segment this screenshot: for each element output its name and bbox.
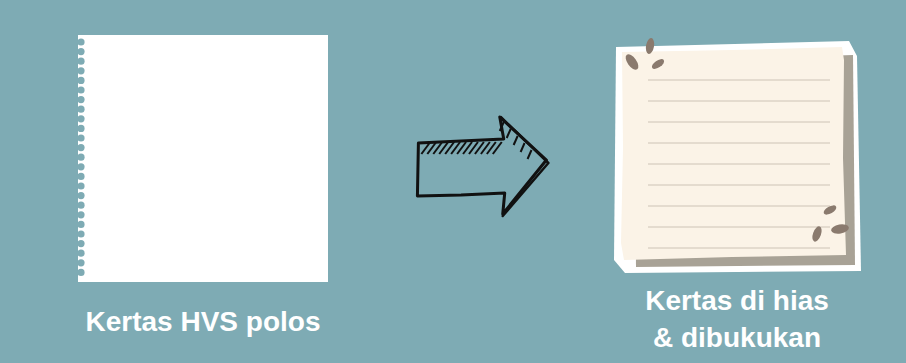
connector-guide	[331, 167, 416, 168]
spiral-hole	[77, 154, 84, 161]
decorated-paper-node: Kertas di hias & dibukukan	[612, 38, 862, 274]
paper-caption: Kertas di hias & dibukukan	[637, 282, 837, 356]
spiral-hole	[77, 259, 84, 266]
arrow-sketch-stroke	[501, 117, 549, 216]
ruled-line	[648, 227, 830, 228]
arrow-hatch	[500, 122, 504, 131]
plain-paper	[75, 33, 331, 284]
ruled-line	[648, 248, 830, 249]
spiral-hole	[77, 230, 84, 237]
arrow-hatch	[439, 142, 448, 154]
spiral-hole	[77, 48, 84, 55]
arrow-hatch	[433, 142, 442, 154]
ruled-line	[648, 143, 830, 144]
spiral-hole	[77, 240, 84, 247]
paper-sheet	[621, 47, 846, 260]
spiral-hole	[77, 192, 84, 199]
spiral-hole	[77, 96, 84, 103]
spiral-hole	[77, 163, 84, 170]
sketch-arrow	[331, 117, 612, 216]
arrow-hatch	[475, 142, 484, 154]
decorated-paper	[612, 38, 862, 274]
spiral-hole	[77, 250, 84, 257]
spiral-hole	[77, 67, 84, 74]
spiral-hole	[77, 144, 84, 151]
spiral-hole	[77, 38, 84, 45]
arrow-hatch	[427, 142, 436, 154]
ruled-line	[648, 122, 830, 123]
sticker-outline	[614, 41, 861, 273]
spiral-hole	[77, 77, 84, 84]
decor-drop	[830, 223, 849, 235]
arrow-hatch	[445, 142, 454, 154]
decor-drop	[822, 203, 838, 216]
decor-drop	[623, 52, 641, 72]
spiral-hole	[77, 134, 84, 141]
ruled-line	[648, 164, 830, 165]
decor-drop	[811, 225, 824, 243]
ruled-line	[648, 206, 830, 207]
arrow-hatch	[481, 142, 490, 154]
decor-drop	[645, 37, 656, 54]
arrow-hatch	[469, 142, 478, 154]
spiral-hole	[77, 173, 84, 180]
arrow-hatch	[514, 136, 518, 145]
decor-drop	[650, 57, 665, 71]
arrow-hatch	[451, 142, 460, 154]
arrow-hatch	[421, 142, 430, 154]
spiral-hole	[77, 58, 84, 65]
arrow-hatch	[521, 143, 525, 152]
arrow-hatch	[457, 142, 466, 154]
spiral-hole	[77, 86, 84, 93]
ruled-line	[648, 185, 830, 186]
spiral-hole	[77, 115, 84, 122]
arrow-hatch	[463, 142, 472, 154]
spiral-hole	[77, 182, 84, 189]
paper-sheet	[78, 35, 328, 282]
paper-caption: Kertas HVS polos	[53, 303, 353, 340]
connector-guide	[545, 167, 612, 168]
spiral-hole	[77, 221, 84, 228]
arrow-outline	[417, 117, 546, 214]
spiral-hole	[77, 202, 84, 209]
spiral-hole	[77, 125, 84, 132]
arrow-hatch	[507, 129, 511, 138]
ruled-line	[648, 101, 830, 102]
arrow-hatch	[487, 142, 496, 154]
arrow-hatch	[528, 150, 532, 159]
plain-paper-node: Kertas HVS polos	[75, 33, 331, 284]
spiral-hole	[77, 269, 84, 276]
ruled-line	[648, 80, 830, 81]
arrow-hatch	[493, 142, 502, 154]
spiral-hole	[77, 106, 84, 113]
spiral-hole	[77, 211, 84, 218]
